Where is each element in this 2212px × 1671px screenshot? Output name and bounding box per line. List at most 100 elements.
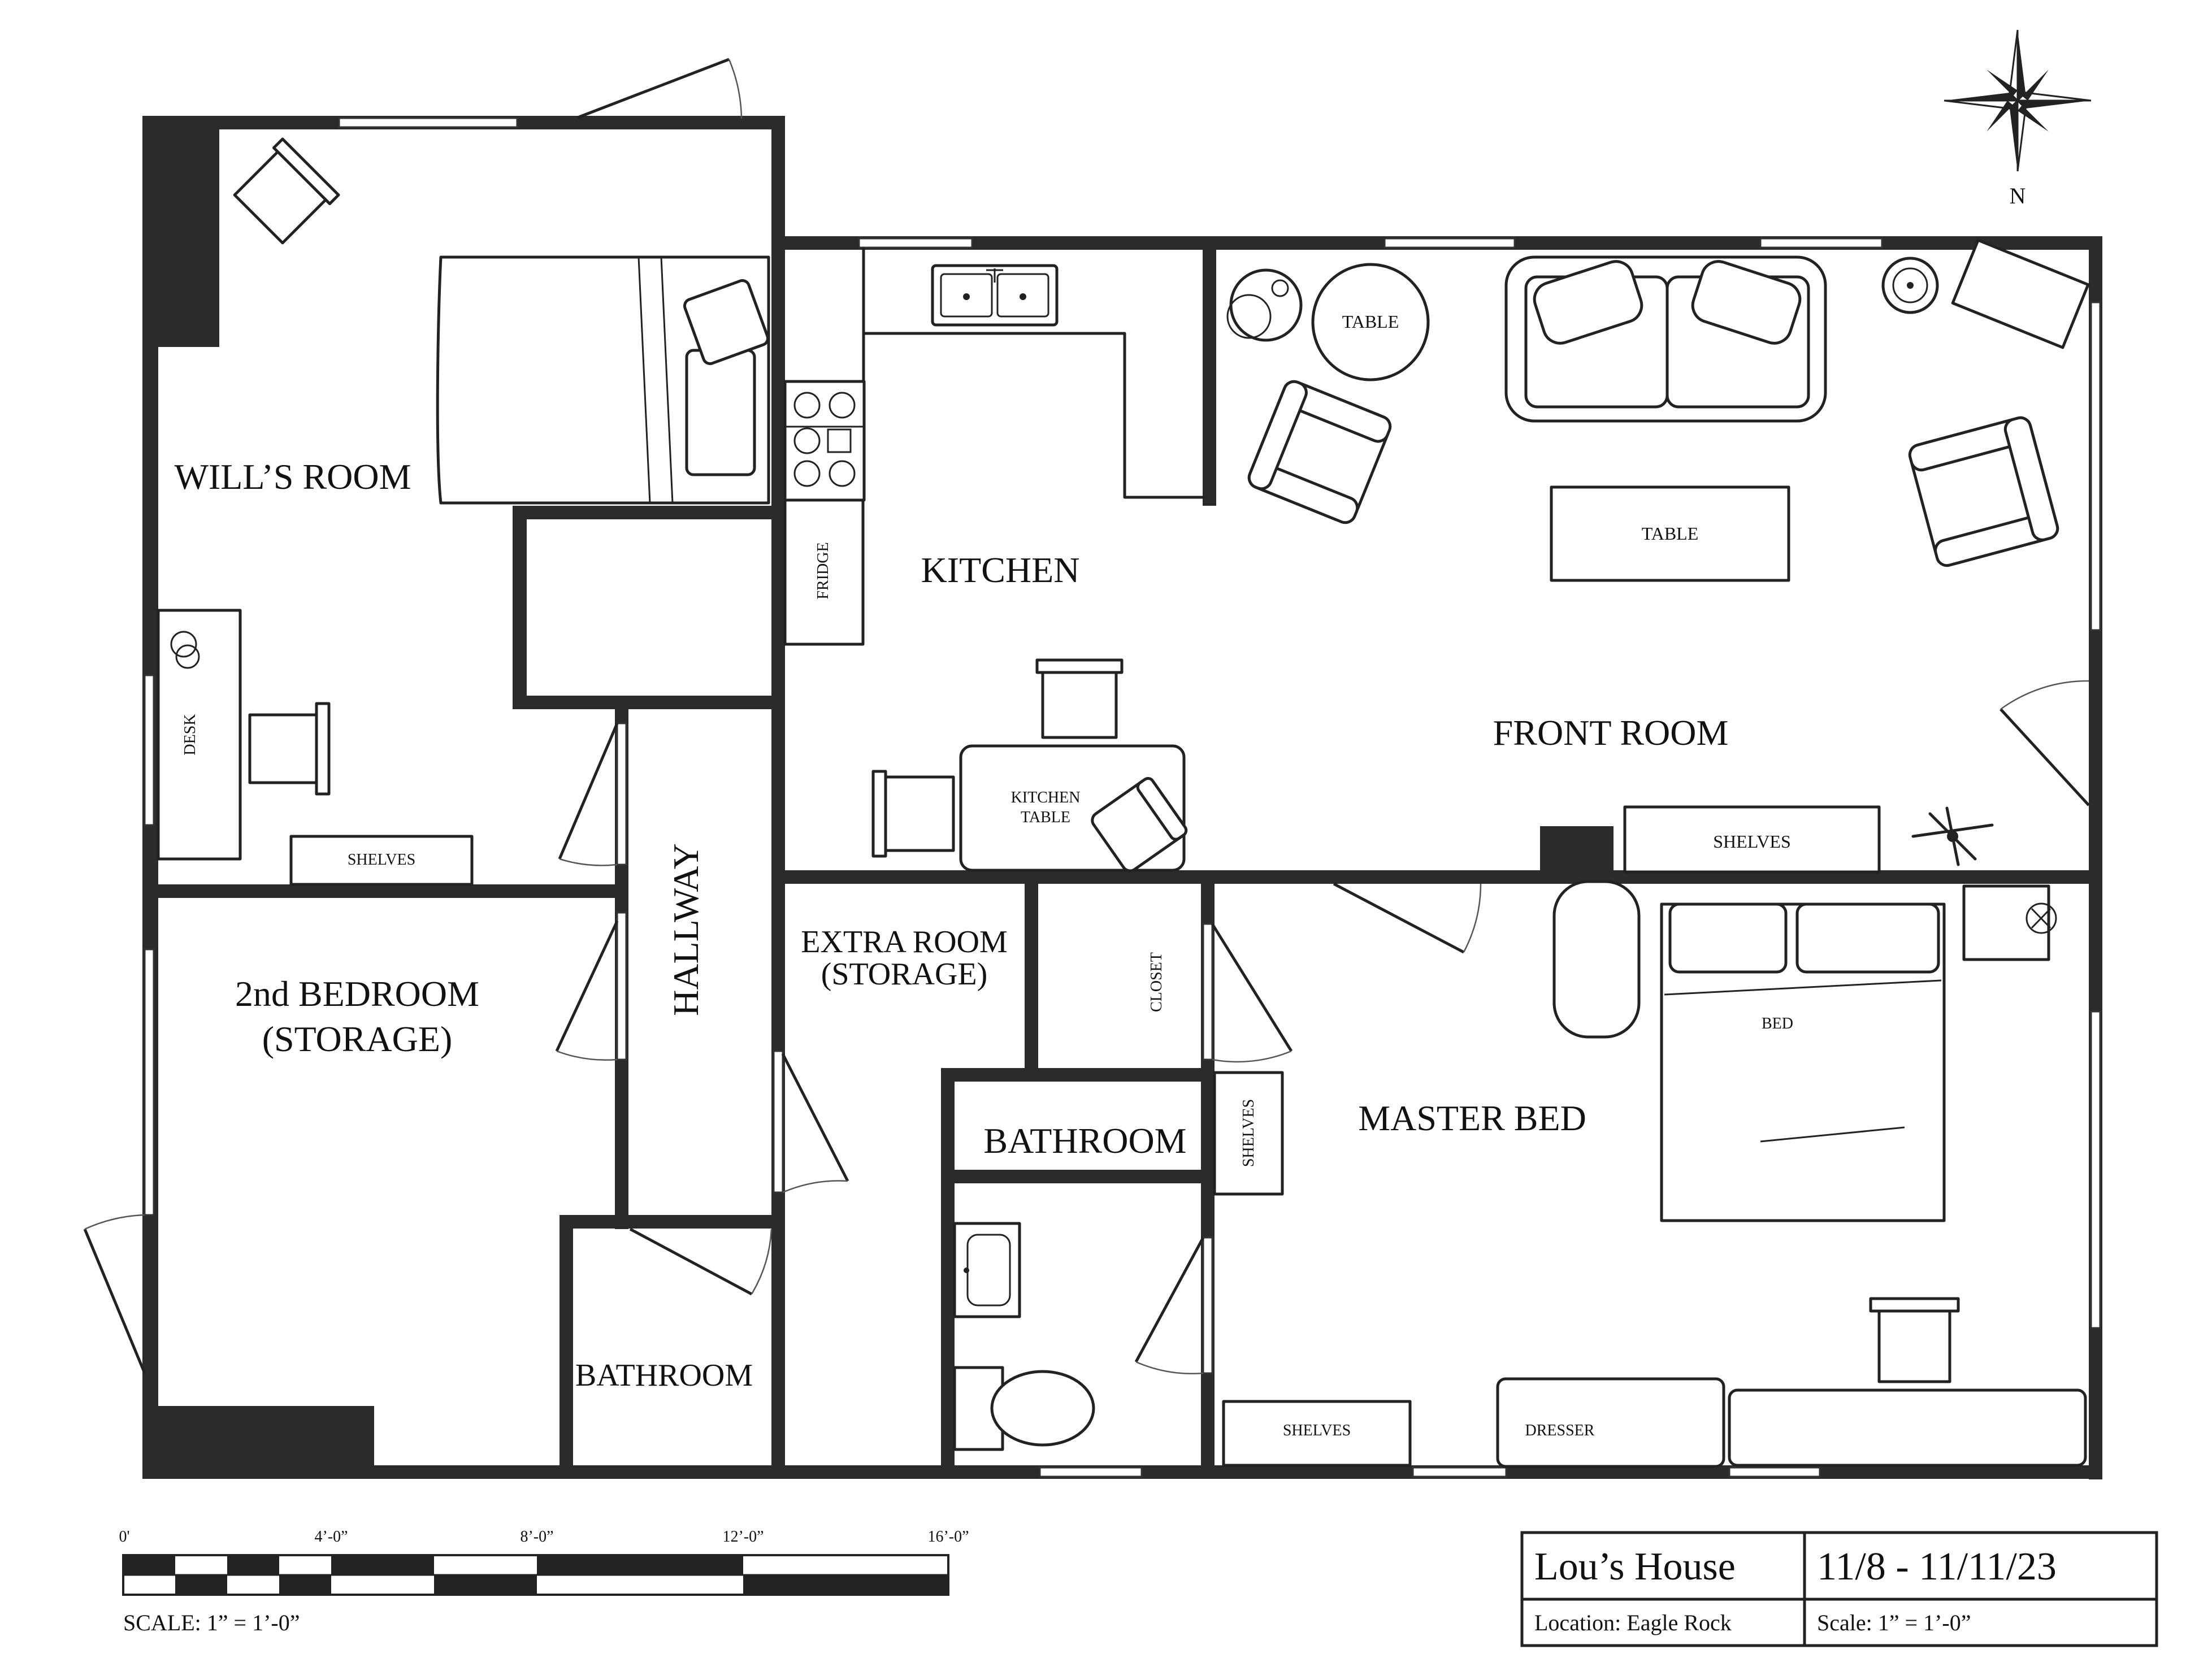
window-master-bath-doorframe bbox=[1202, 1236, 1213, 1374]
door-exterior-west[interactable] bbox=[83, 1214, 146, 1374]
kitchen-chair-east bbox=[1091, 776, 1188, 873]
shelves-front-label: SHELVES bbox=[1713, 831, 1791, 852]
armchair-left bbox=[1247, 380, 1392, 524]
front-room-label: FRONT ROOM bbox=[1493, 713, 1729, 753]
door-second-bedroom[interactable] bbox=[555, 920, 619, 1061]
wills-closet-block bbox=[158, 129, 219, 347]
window-front-north-2 bbox=[1759, 237, 1883, 249]
door-front-entry[interactable] bbox=[2000, 680, 2090, 806]
kitchen-chair-west bbox=[871, 770, 955, 858]
door-master-bedroom[interactable] bbox=[1333, 882, 1482, 954]
nightstand-right bbox=[1962, 884, 2057, 961]
door-closet[interactable] bbox=[1211, 923, 1293, 1063]
window-extra-doorframe bbox=[773, 1050, 784, 1193]
window-master-east bbox=[2090, 1010, 2101, 1329]
dresser: DRESSER bbox=[1496, 1377, 1725, 1468]
window-bedroom-doorframe bbox=[616, 912, 627, 1061]
window-master-south-1 bbox=[1412, 1466, 1507, 1478]
door-wills-room[interactable] bbox=[558, 723, 619, 866]
shelves-wills: SHELVES bbox=[289, 835, 474, 886]
sink-icon bbox=[931, 264, 1059, 327]
bed-label: BED bbox=[1762, 1015, 1793, 1032]
window-wills-west bbox=[144, 674, 155, 826]
window-bath-south bbox=[1039, 1466, 1143, 1478]
desk-chair bbox=[248, 702, 331, 796]
window-front-north-1 bbox=[1383, 237, 1516, 249]
master-chair bbox=[1869, 1297, 1960, 1383]
fridge: FRIDGE bbox=[783, 498, 865, 646]
scale-tick-0: 0' bbox=[119, 1528, 129, 1546]
extra-room-label-2: (STORAGE) bbox=[821, 957, 988, 992]
bathroom-main-label: BATHROOM bbox=[983, 1121, 1186, 1161]
closet-label: CLOSET bbox=[1148, 952, 1165, 1012]
window-front-east bbox=[2090, 301, 2101, 631]
wills-bed bbox=[436, 255, 770, 505]
doors[interactable] bbox=[83, 58, 2090, 1374]
kitchen-chair-north bbox=[1035, 658, 1124, 739]
front-room-corner-block bbox=[1540, 826, 1614, 870]
master-bed-label: MASTER BED bbox=[1358, 1098, 1586, 1138]
shelves-front: SHELVES bbox=[1623, 805, 1881, 874]
title-block-title: Lou’s House bbox=[1534, 1545, 1736, 1588]
wills-chair bbox=[233, 137, 340, 245]
second-bedroom-label-1: 2nd BEDROOM bbox=[235, 974, 479, 1014]
scale-tick-8: 8’-0” bbox=[520, 1528, 553, 1546]
fan-icon bbox=[1911, 806, 1994, 866]
scale-bar bbox=[122, 1554, 949, 1596]
master-desk bbox=[1728, 1388, 2087, 1467]
kitchen-table-label-1: KITCHEN bbox=[1011, 789, 1081, 806]
master-bed: BED bbox=[1660, 902, 1946, 1222]
bathroom-small-label: BATHROOM bbox=[575, 1358, 753, 1393]
window-hall-doorframe bbox=[616, 722, 627, 866]
wills-room-label: WILL’S ROOM bbox=[175, 457, 411, 497]
kitchen-counter bbox=[862, 247, 1204, 499]
side-cabinet bbox=[1951, 238, 2090, 349]
armchair-right bbox=[1908, 416, 2059, 567]
scale-caption: SCALE: 1” = 1’-0” bbox=[123, 1610, 300, 1635]
hallway-label: HALLWAY bbox=[666, 843, 706, 1016]
windows bbox=[144, 117, 2101, 1478]
shelves-bath: SHELVES bbox=[1213, 1071, 1284, 1196]
shelves-master: SHELVES bbox=[1222, 1400, 1412, 1467]
second-bedroom-label-2: (STORAGE) bbox=[262, 1019, 453, 1059]
round-table: TABLE bbox=[1311, 263, 1430, 381]
shelves-wills-label: SHELVES bbox=[348, 851, 415, 869]
scale-tick-16: 16’-0” bbox=[927, 1528, 969, 1546]
door-extra-room[interactable] bbox=[781, 1053, 849, 1193]
kitchen-table-label-2: TABLE bbox=[1021, 809, 1070, 826]
compass-north-label: N bbox=[2010, 183, 2026, 209]
lamp-icon bbox=[1881, 257, 1939, 314]
desk-lamp-icon bbox=[170, 631, 200, 669]
shelves-master-label: SHELVES bbox=[1283, 1422, 1351, 1439]
desk-label: DESK bbox=[181, 714, 199, 755]
kitchen-label: KITCHEN bbox=[921, 550, 1080, 590]
nightstand-left bbox=[1552, 880, 1641, 1039]
window-closet-doorframe bbox=[1202, 923, 1213, 1061]
title-block-dates: 11/8 - 11/11/23 bbox=[1817, 1545, 2057, 1588]
extra-room-label-1: EXTRA ROOM bbox=[801, 925, 1008, 960]
door-wills-entry[interactable] bbox=[577, 58, 743, 119]
dresser-label: DRESSER bbox=[1525, 1422, 1595, 1439]
title-block-location: Location: Eagle Rock bbox=[1534, 1610, 1732, 1635]
title-block bbox=[1520, 1531, 2158, 1647]
sofa bbox=[1504, 255, 1827, 423]
scale-tick-4: 4’-0” bbox=[314, 1528, 348, 1546]
door-hall-bathroom[interactable] bbox=[629, 1227, 773, 1296]
shelves-bath-label: SHELVES bbox=[1240, 1099, 1257, 1167]
coffee-table-label: TABLE bbox=[1642, 523, 1699, 544]
window-bedroom-west bbox=[144, 948, 155, 1216]
window-master-south-2 bbox=[1728, 1466, 1821, 1478]
title-block-scale: Scale: 1” = 1’-0” bbox=[1817, 1610, 1971, 1635]
desk: DESK bbox=[157, 609, 242, 861]
bath-sink-icon bbox=[953, 1222, 1021, 1318]
door-master-bathroom[interactable] bbox=[1134, 1236, 1205, 1374]
scale-tick-12: 12’-0” bbox=[722, 1528, 764, 1546]
compass-rose-icon bbox=[1944, 29, 2092, 172]
stove-icon bbox=[783, 380, 866, 502]
plant-icon bbox=[1226, 268, 1303, 342]
coffee-table: TABLE bbox=[1550, 485, 1790, 582]
window-kitchen-north bbox=[858, 237, 973, 249]
toilet-icon bbox=[953, 1366, 1095, 1451]
fridge-label: FRIDGE bbox=[814, 542, 832, 599]
